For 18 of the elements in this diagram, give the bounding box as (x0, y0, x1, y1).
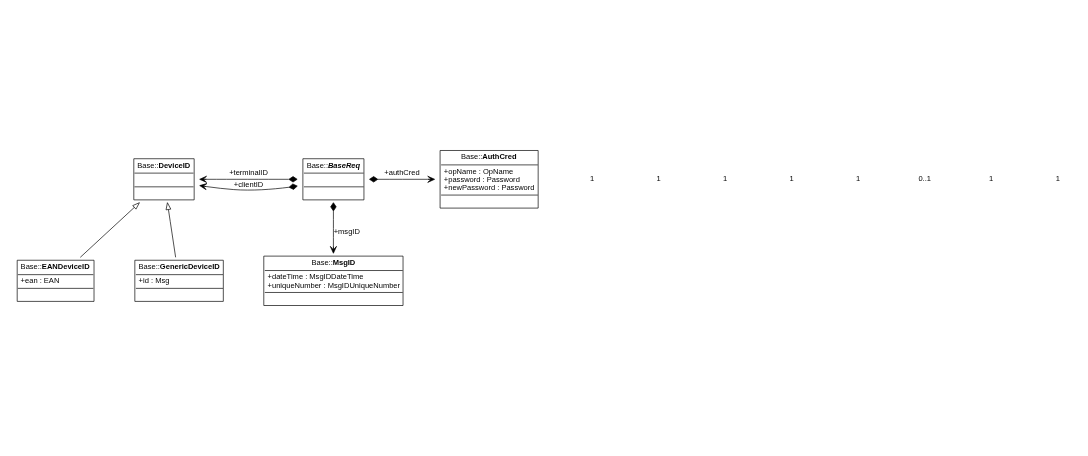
label: 1 (856, 174, 861, 184)
label: 0..1 (918, 174, 931, 184)
edge-label: +clientID (233, 180, 264, 190)
label: 1 (589, 174, 595, 184)
label: 1 (989, 174, 994, 184)
arrow (330, 202, 337, 254)
label: 1 (789, 174, 794, 184)
label: 1 (1055, 174, 1060, 184)
arrow (199, 183, 298, 191)
arrow (369, 175, 435, 183)
edge-label: +authCred (384, 168, 420, 178)
edge-label: +msgID (333, 227, 360, 237)
arrow (79, 202, 140, 258)
arrow (165, 202, 176, 258)
edge-label: +terminalID (229, 168, 268, 178)
arrow (199, 175, 298, 183)
label: 1 (656, 174, 661, 184)
label: 1 (722, 174, 728, 184)
